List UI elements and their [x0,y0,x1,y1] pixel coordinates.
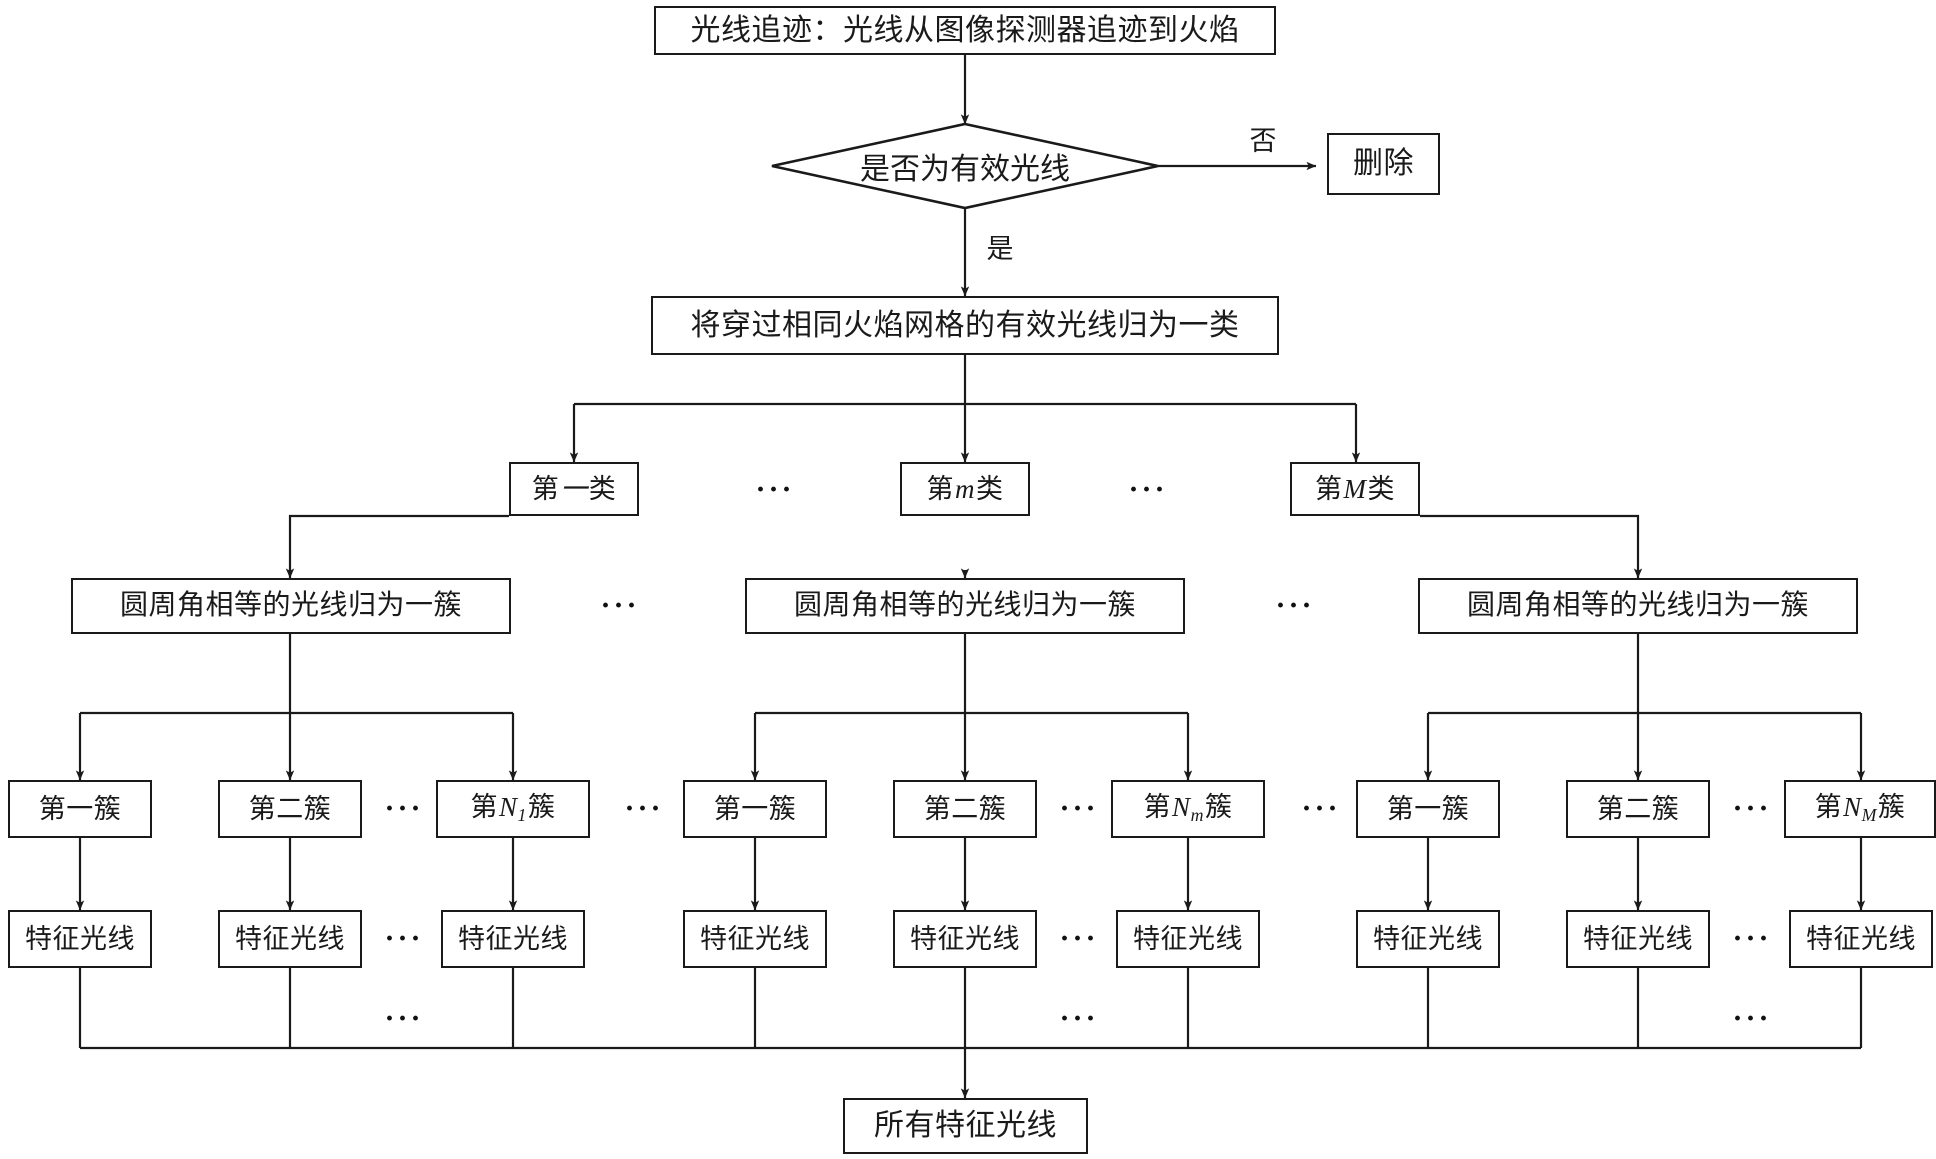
node-cluster-g1-N: 第N1簇 [436,780,590,838]
node-class-1-label: 第一类 [531,473,617,504]
node-cluster-g3-N: 第NM簇 [1784,780,1936,838]
edge-label-yes-text: 是 [986,233,1014,264]
node-circ-angle-2: 圆周角相等的光线归为一簇 [745,578,1185,634]
node-all-feature-rays-label: 所有特征光线 [874,1109,1057,1142]
node-feature-ray-g3-1: 特征光线 [1356,910,1500,968]
node-class-m-label: 第m类 [926,473,1004,504]
edge-label-no: 否 [1243,120,1283,156]
node-cluster-g2-N: 第Nm簇 [1111,780,1265,838]
node-ray-tracing-title: 光线追迹：光线从图像探测器追迹到火焰 [654,6,1276,55]
node-cluster-g3-2-label: 第二簇 [1596,793,1680,824]
node-circ-angle-1: 圆周角相等的光线归为一簇 [71,578,511,634]
ellipsis-cluster-g1: ··· [384,792,424,825]
node-cluster-g1-N-label: 第N1簇 [470,791,556,825]
node-cluster-g2-1-label: 第一簇 [713,793,797,824]
node-class-m: 第m类 [900,462,1030,516]
node-cluster-g3-N-label: 第NM簇 [1814,791,1906,825]
node-valid-ray-decision-label: 是否为有效光线 [860,153,1070,186]
node-cluster-g1-1: 第一簇 [8,780,152,838]
node-feature-ray-g1-N-label: 特征光线 [458,923,568,954]
node-circ-angle-3-label: 圆周角相等的光线归为一簇 [1466,590,1809,621]
ellipsis-collector-g1: ··· [384,1002,424,1035]
node-feature-ray-g2-2: 特征光线 [893,910,1037,968]
node-class-1: 第一类 [509,462,639,516]
ellipsis-cluster-g2: ··· [1059,792,1099,825]
ellipsis-feature-g3: ··· [1732,922,1772,955]
node-feature-ray-g2-1: 特征光线 [683,910,827,968]
ellipsis-cluster-gap-2: ··· [1301,792,1341,825]
ellipsis-collector-g2: ··· [1059,1002,1099,1035]
ellipsis-cluster-gap-1: ··· [624,792,664,825]
node-cluster-g2-2-label: 第二簇 [923,793,1007,824]
node-group-rays-by-grid: 将穿过相同火焰网格的有效光线归为一类 [651,296,1279,355]
node-cluster-g3-1: 第一簇 [1356,780,1500,838]
ellipsis-feature-g1: ··· [384,922,424,955]
node-cluster-g1-2-label: 第二簇 [248,793,332,824]
node-feature-ray-g1-2: 特征光线 [218,910,362,968]
node-cluster-g2-1: 第一簇 [683,780,827,838]
node-delete: 删除 [1327,133,1440,195]
node-feature-ray-g2-N-label: 特征光线 [1133,923,1243,954]
node-class-M: 第M类 [1290,462,1420,516]
node-feature-ray-g3-2-label: 特征光线 [1583,923,1693,954]
node-delete-label: 删除 [1353,147,1414,180]
node-feature-ray-g2-1-label: 特征光线 [700,923,810,954]
ellipsis-class-2: ··· [1128,473,1168,506]
ellipsis-feature-g2: ··· [1059,922,1099,955]
node-circ-angle-3: 圆周角相等的光线归为一簇 [1418,578,1858,634]
node-cluster-g3-1-label: 第一簇 [1386,793,1470,824]
edge-label-yes: 是 [980,228,1020,264]
node-all-feature-rays: 所有特征光线 [843,1098,1088,1154]
node-valid-ray-decision: 是否为有效光线 [800,142,1130,190]
node-feature-ray-g2-2-label: 特征光线 [910,923,1020,954]
ellipsis-collector-g3: ··· [1732,1002,1772,1035]
node-feature-ray-g2-N: 特征光线 [1116,910,1260,968]
node-cluster-g3-2: 第二簇 [1566,780,1710,838]
node-feature-ray-g3-2: 特征光线 [1566,910,1710,968]
node-cluster-g2-2: 第二簇 [893,780,1037,838]
node-feature-ray-g1-2-label: 特征光线 [235,923,345,954]
node-cluster-g2-N-label: 第Nm簇 [1143,791,1233,825]
node-feature-ray-g3-N-label: 特征光线 [1806,923,1916,954]
node-feature-ray-g1-1-label: 特征光线 [25,923,135,954]
ellipsis-cluster-g3: ··· [1732,792,1772,825]
node-cluster-g1-1-label: 第一簇 [38,793,122,824]
node-feature-ray-g1-1: 特征光线 [8,910,152,968]
node-group-rays-by-grid-label: 将穿过相同火焰网格的有效光线归为一类 [690,308,1240,342]
node-feature-ray-g1-N: 特征光线 [441,910,585,968]
node-circ-angle-2-label: 圆周角相等的光线归为一簇 [793,590,1136,621]
ellipsis-circ-2: ··· [1275,589,1315,622]
node-circ-angle-1-label: 圆周角相等的光线归为一簇 [119,590,462,621]
node-class-M-label: 第M类 [1315,473,1395,504]
node-feature-ray-g3-1-label: 特征光线 [1373,923,1483,954]
node-ray-tracing-title-label: 光线追迹：光线从图像探测器追迹到火焰 [690,13,1240,47]
ellipsis-class-1: ··· [755,473,795,506]
node-feature-ray-g3-N: 特征光线 [1789,910,1933,968]
edge-label-no-text: 否 [1249,125,1277,156]
node-cluster-g1-2: 第二簇 [218,780,362,838]
ellipsis-circ-1: ··· [600,589,640,622]
